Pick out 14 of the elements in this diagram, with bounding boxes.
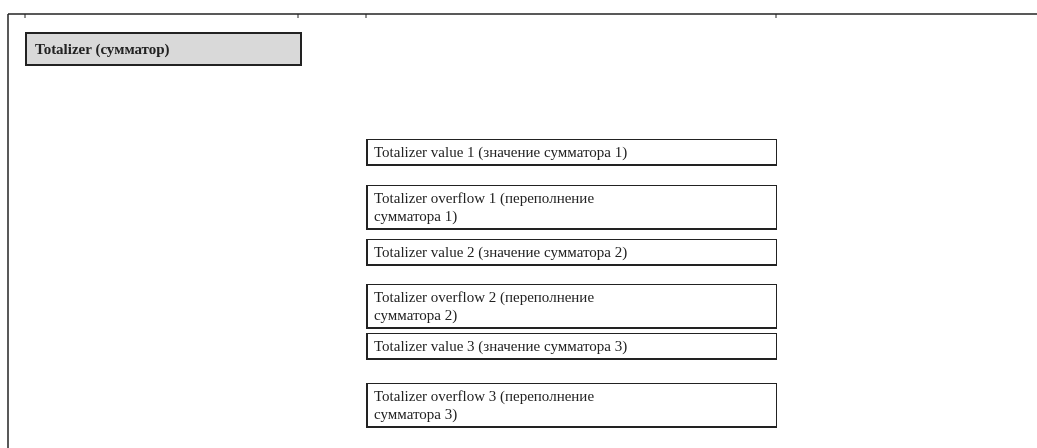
menu-item-text: Totalizer value 3 (значение сумматора 3) bbox=[374, 337, 629, 355]
menu-item-text: Totalizer overflow 1 (переполнение сумматора 1) bbox=[374, 189, 596, 225]
menu-item-box bbox=[366, 185, 777, 230]
menu-item-text: Totalizer overflow 3 (переполнение сумматора 3) bbox=[374, 387, 596, 423]
menu-item-box bbox=[366, 239, 777, 266]
menu-item-text: Totalizer value 2 (значение сумматора 2) bbox=[374, 243, 629, 261]
menu-header-box bbox=[25, 32, 302, 66]
menu-item-box bbox=[366, 383, 777, 428]
menu-item-box bbox=[366, 139, 777, 166]
menu-item-box bbox=[366, 284, 777, 329]
menu-item-text: Totalizer overflow 2 (переполнение сумматора 2) bbox=[374, 288, 596, 324]
menu-item-text: Totalizer value 1 (значение сумматора 1) bbox=[374, 143, 629, 161]
menu-item-box bbox=[366, 333, 777, 360]
menu-header-text: Totalizer (сумматор) bbox=[35, 40, 171, 58]
